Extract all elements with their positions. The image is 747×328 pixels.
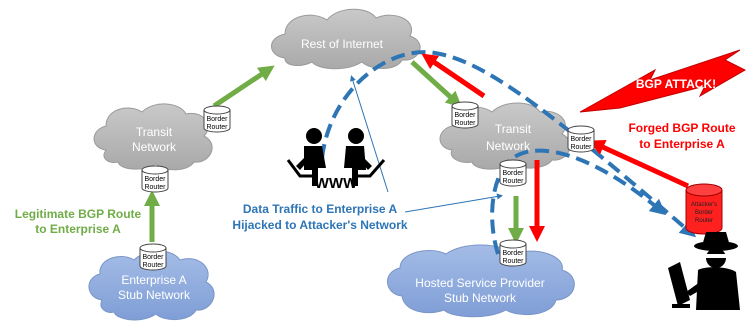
router-attacker: Attacker's Border Router [685, 183, 723, 235]
router-text: Router [142, 262, 164, 269]
cloud-label-hosted-1: Hosted Service Provider [415, 276, 544, 290]
cloud-enterprise-a [88, 250, 215, 321]
router-text: Border [142, 254, 164, 261]
hijack-label-1: Data Traffic to Enterprise A [243, 202, 398, 216]
router-text: Attacker's [691, 202, 717, 208]
router-text: Router [695, 218, 713, 224]
router-text: Border [144, 176, 166, 183]
cloud-label-transit-right-2: Network [486, 139, 531, 153]
www-label: WWW [315, 175, 358, 192]
cloud-label-enterprise-2: Stub Network [118, 288, 191, 302]
bgp-attack-label: BGP ATTACK! [636, 77, 716, 91]
cloud-hosted-service-provider [387, 244, 575, 318]
hacker-icon [668, 232, 740, 310]
router-text: Router [144, 184, 166, 191]
router-text: Router [570, 144, 592, 151]
legit-route-label-2: to Enterprise A [35, 222, 121, 236]
router-text: Router [502, 178, 524, 185]
router-enterprise-a: Border Router [139, 243, 167, 271]
cloud-label-enterprise-1: Enterprise A [121, 273, 186, 287]
router-text: Router [206, 124, 228, 131]
cloud-label-transit-right-1: Transit [495, 122, 532, 136]
hijack-path [320, 50, 697, 255]
forged-route-label-1: Forged BGP Route [628, 121, 735, 135]
cloud-label-transit-left-2: Network [132, 140, 177, 154]
router-transit-left-top: Border Router [203, 105, 231, 133]
users-at-computers-icon: WWW [286, 128, 386, 192]
legit-route-arrows [143, 60, 525, 245]
router-text: Border [570, 136, 592, 143]
cloud-label-rest-of-internet: Rest of Internet [301, 37, 384, 51]
router-transit-right-right: Border Router [567, 125, 595, 153]
router-text: Border [502, 250, 524, 257]
cloud-label-hosted-2: Stub Network [444, 291, 517, 305]
router-hosted-provider: Border Router [499, 239, 527, 267]
router-text: Border [695, 210, 713, 216]
cloud-transit-network-left [93, 103, 213, 171]
router-transit-right-left: Border Router [451, 101, 479, 129]
forged-route-label-2: to Enterprise A [639, 137, 725, 151]
router-text: Border [206, 116, 228, 123]
router-text: Router [454, 120, 476, 127]
cloud-rest-of-internet [271, 8, 421, 70]
cloud-label-transit-left-1: Transit [136, 125, 173, 139]
bgp-attack-banner: BGP ATTACK! [579, 49, 747, 113]
forged-route-arrows [421, 53, 690, 243]
legit-route-label-1: Legitimate BGP Route [15, 207, 142, 221]
router-text: Router [502, 258, 524, 265]
router-transit-left-bottom: Border Router [141, 165, 169, 193]
hijack-label-2: Hijacked to Attacker's Network [232, 218, 407, 232]
router-transit-right-bottom: Border Router [499, 159, 527, 187]
router-text: Border [454, 112, 476, 119]
router-text: Border [502, 170, 524, 177]
